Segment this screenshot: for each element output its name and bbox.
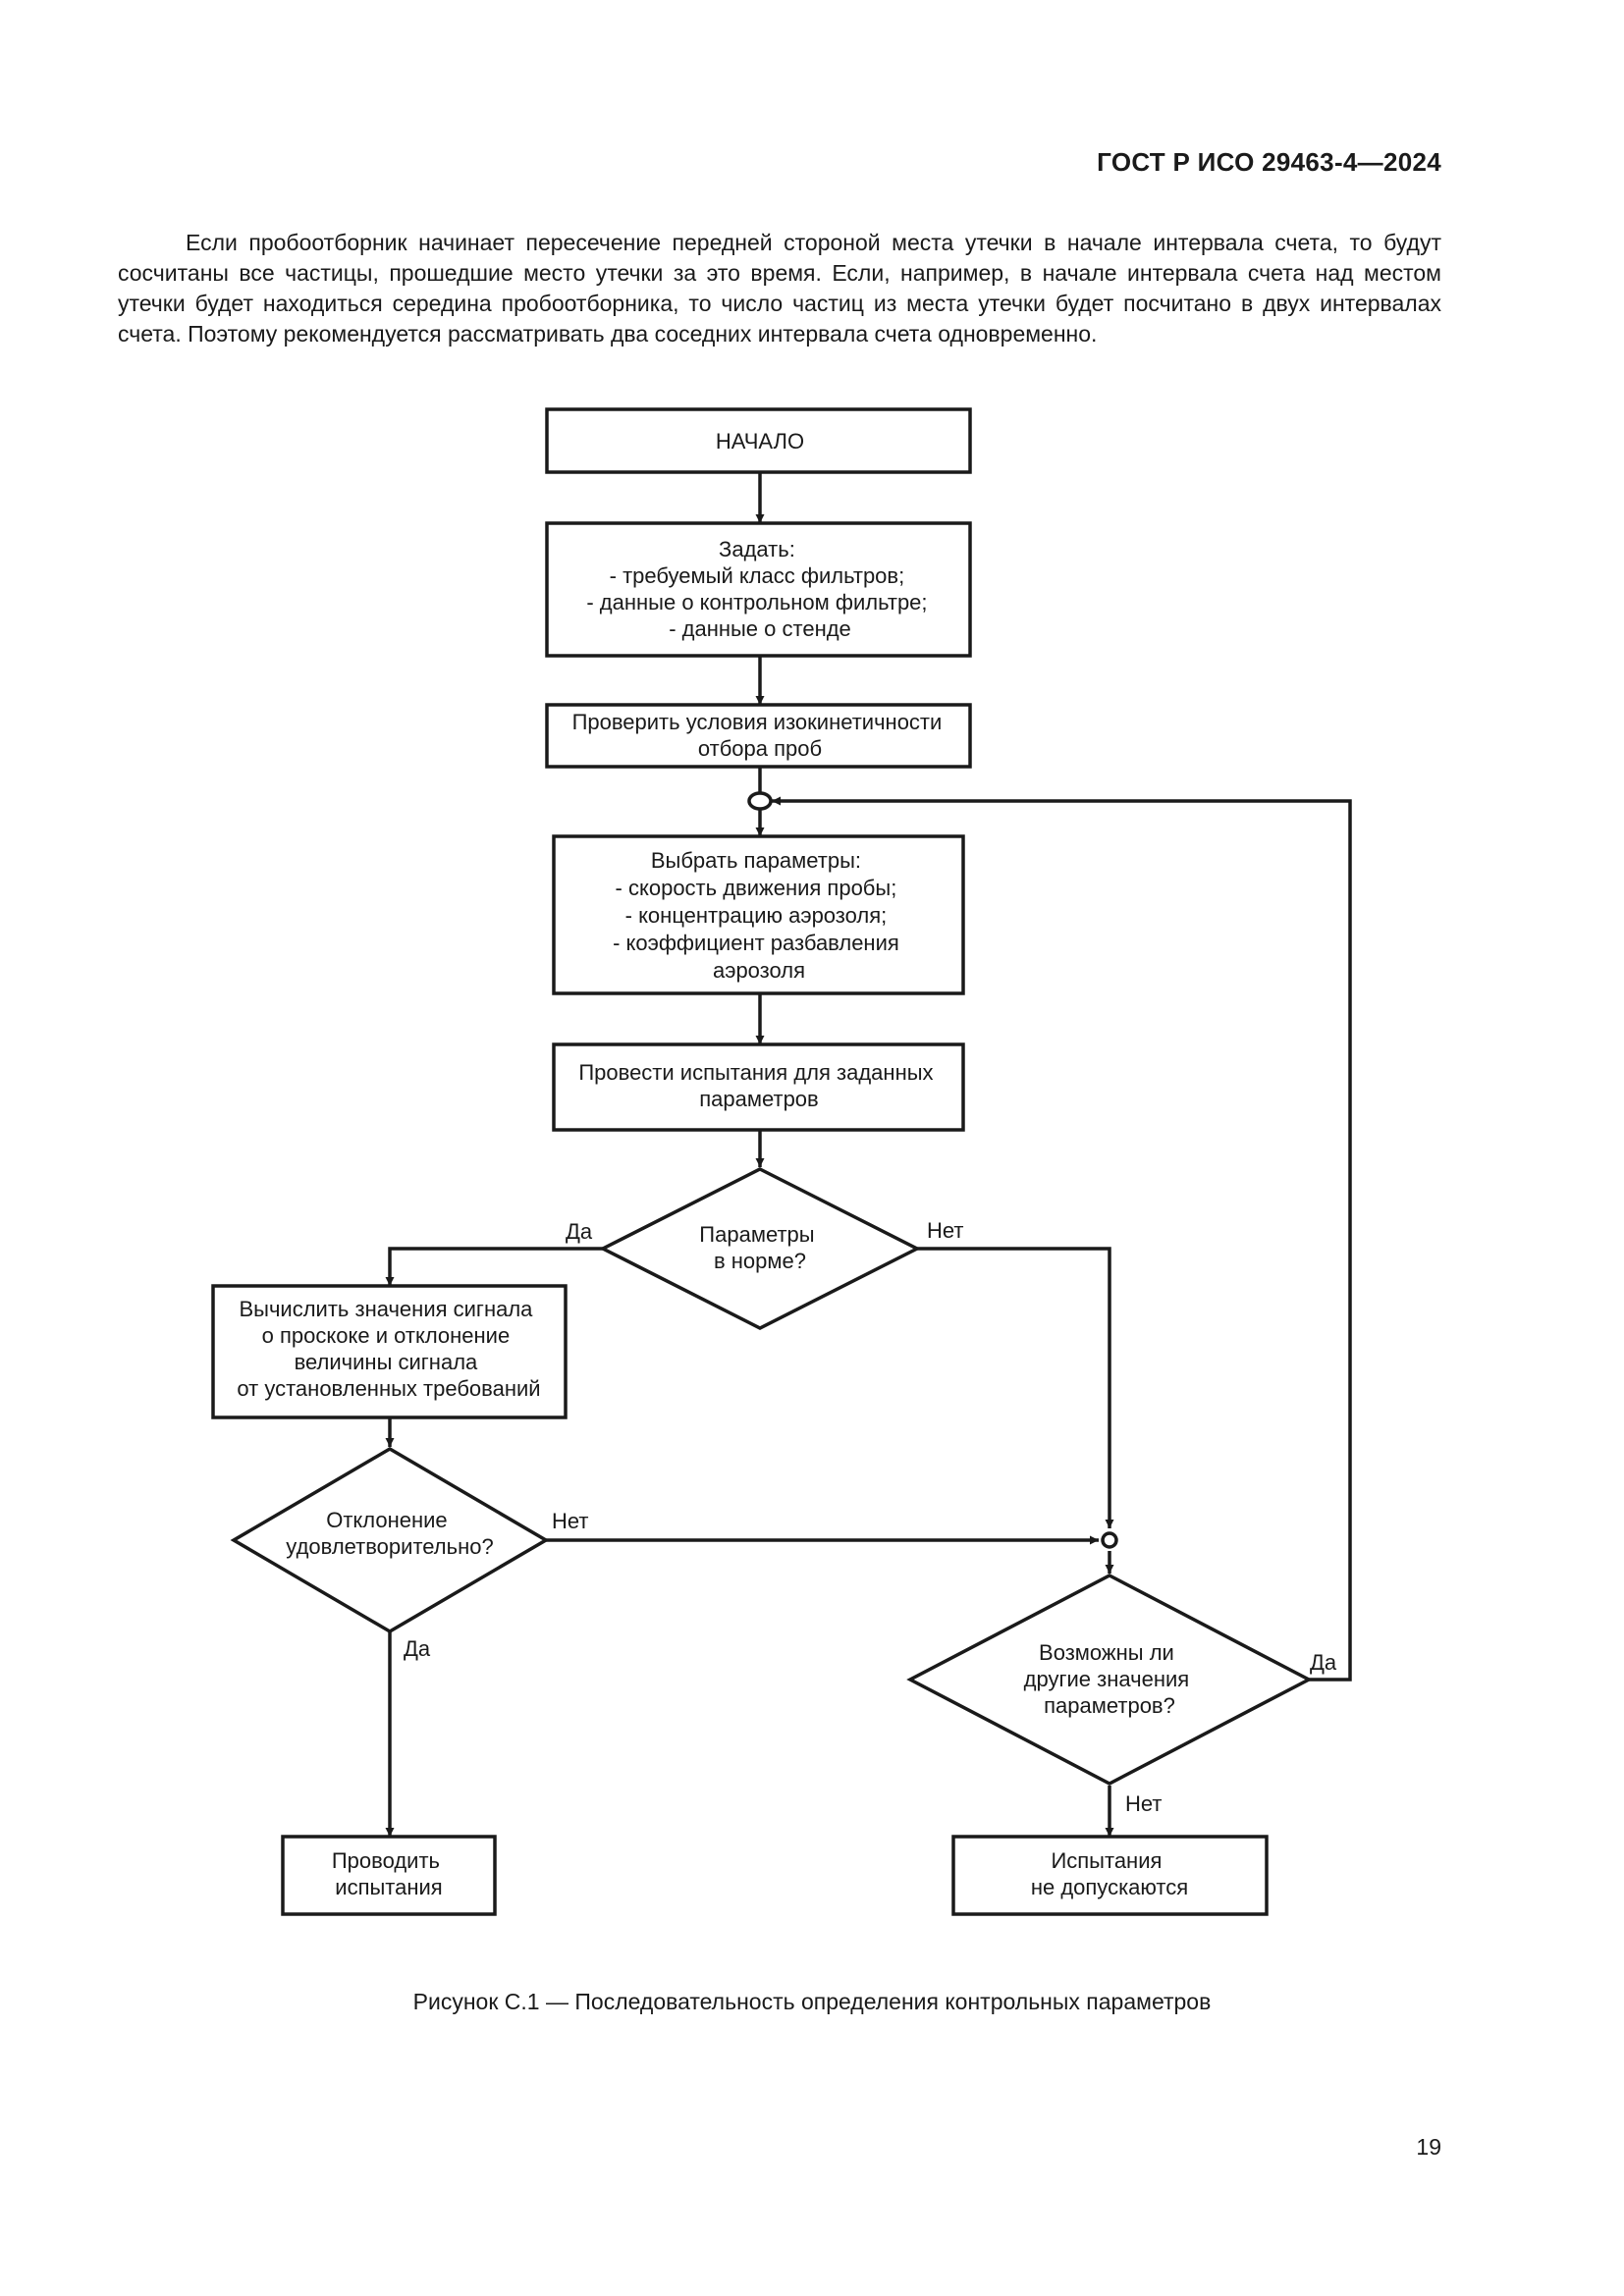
- choose-line-5: аэрозоля: [713, 958, 805, 983]
- test-box-text: Провести испытания для заданных параметр…: [578, 1060, 939, 1111]
- decision-norm-text: Параметры в норме?: [699, 1222, 820, 1273]
- label-norm-no: Нет: [927, 1218, 963, 1243]
- choose-parameters-box: Выбрать параметры: - скорость движения п…: [552, 834, 965, 995]
- decision-deviation-line-2: удовлетворительно?: [286, 1534, 493, 1559]
- not-allowed-box-text: Испытания не допускаются: [1031, 1848, 1188, 1899]
- compute-line-2: о проскоке и отклонение: [262, 1323, 511, 1348]
- set-line-4: - данные о стенде: [669, 616, 851, 641]
- set-box: Задать: - требуемый класс фильтров; - да…: [545, 521, 972, 658]
- choose-box-text: Выбрать параметры: - скорость движения п…: [613, 848, 905, 983]
- label-other-yes: Да: [1310, 1650, 1337, 1675]
- set-box-text: Задать: - требуемый класс фильтров; - да…: [586, 537, 933, 641]
- decision-other-text: Возможны ли другие значения параметров?: [1024, 1640, 1196, 1718]
- compute-box-text: Вычислить значения сигнала о проскоке и …: [237, 1297, 540, 1401]
- decision-other-values-possible: Возможны ли другие значения параметров?: [906, 1574, 1313, 1786]
- set-line-1: Задать:: [719, 537, 795, 561]
- check-box-text: Проверить условия изокинетичности отбора…: [572, 710, 948, 761]
- test-line-2: параметров: [699, 1087, 818, 1111]
- start-box-text: НАЧАЛО: [716, 429, 804, 454]
- check-box: Проверить условия изокинетичности отбора…: [545, 703, 972, 769]
- arrow-norm-yes-to-compute: [385, 1247, 603, 1286]
- start-line-1: НАЧАЛО: [716, 429, 804, 454]
- document-code-header: ГОСТ Р ИСО 29463-4—2024: [1097, 147, 1441, 177]
- body-paragraph: Если пробоотборник начинает пересечение …: [118, 228, 1441, 349]
- decision-other-line-2: другие значения: [1024, 1667, 1190, 1691]
- arrow-other-yes-loop-back: [772, 796, 1352, 1682]
- compute-line-3: величины сигнала: [295, 1350, 478, 1374]
- choose-line-1: Выбрать параметры:: [651, 848, 861, 873]
- decision-other-line-1: Возможны ли: [1039, 1640, 1174, 1665]
- compute-signal-box: Вычислить значения сигнала о проскоке и …: [211, 1284, 568, 1419]
- start-box: НАЧАЛО: [545, 407, 972, 474]
- set-line-2: - требуемый класс фильтров;: [610, 563, 905, 588]
- decision-deviation-text: Отклонение удовлетворительно?: [286, 1508, 493, 1559]
- label-deviation-yes: Да: [404, 1636, 431, 1661]
- page-number: 19: [1416, 2134, 1441, 2160]
- not-allowed-line-1: Испытания: [1051, 1848, 1162, 1873]
- label-norm-yes: Да: [566, 1219, 593, 1244]
- arrow-norm-no-to-junction: [917, 1247, 1114, 1528]
- paragraph-text: Если пробоотборник начинает пересечение …: [118, 230, 1441, 347]
- compute-line-1: Вычислить значения сигнала: [239, 1297, 533, 1321]
- decision-parameters-normal: Параметры в норме?: [599, 1167, 921, 1330]
- perform-tests-box: Проводить испытания: [281, 1835, 497, 1916]
- compute-line-4: от установленных требований: [237, 1376, 540, 1401]
- check-line-2: отбора проб: [698, 736, 822, 761]
- tests-not-allowed-box: Испытания не допускаются: [951, 1835, 1269, 1916]
- label-other-no: Нет: [1125, 1791, 1162, 1816]
- not-allowed-line-2: не допускаются: [1031, 1875, 1188, 1899]
- decision-deviation-line-1: Отклонение: [326, 1508, 447, 1532]
- label-deviation-no: Нет: [552, 1509, 588, 1533]
- junction-top: [747, 791, 773, 811]
- junction-right: [1101, 1531, 1118, 1549]
- check-line-1: Проверить условия изокинетичности: [572, 710, 943, 734]
- decision-deviation-satisfactory: Отклонение удовлетворительно?: [230, 1446, 550, 1634]
- conduct-box-text: Проводить испытания: [332, 1848, 446, 1899]
- set-line-3: - данные о контрольном фильтре;: [586, 590, 927, 614]
- flowchart-connectors: [385, 472, 1352, 1837]
- decision-norm-line-2: в норме?: [714, 1249, 806, 1273]
- choose-line-3: - концентрацию аэрозоля;: [625, 903, 888, 928]
- conduct-line-2: испытания: [335, 1875, 442, 1899]
- choose-line-4: - коэффициент разбавления: [613, 931, 899, 955]
- conduct-line-1: Проводить: [332, 1848, 440, 1873]
- conduct-tests-box: Провести испытания для заданных параметр…: [552, 1042, 965, 1132]
- figure-caption: Рисунок С.1 — Последовательность определ…: [412, 1989, 1212, 2014]
- choose-line-2: - скорость движения пробы;: [616, 876, 897, 900]
- decision-other-line-3: параметров?: [1044, 1693, 1175, 1718]
- decision-norm-line-1: Параметры: [699, 1222, 814, 1247]
- test-line-1: Провести испытания для заданных: [578, 1060, 933, 1085]
